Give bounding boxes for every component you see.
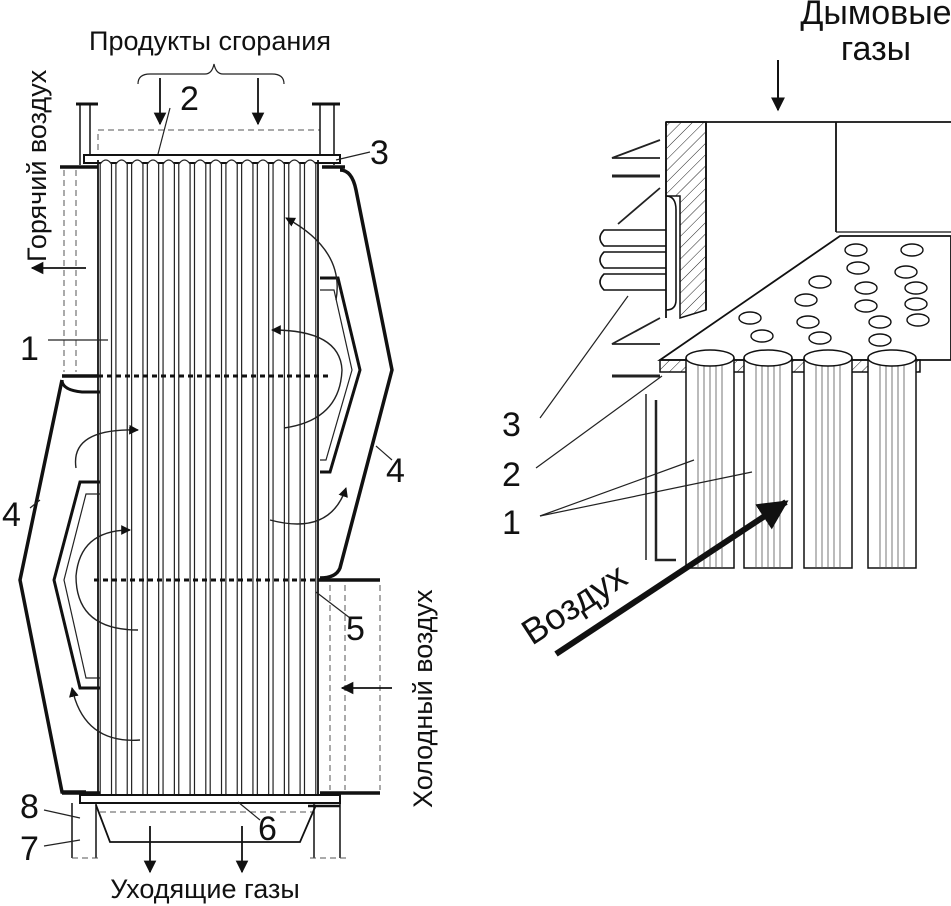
tube xyxy=(162,159,175,799)
air-bypass-duct-left xyxy=(18,379,86,794)
callout-4-right: 4 xyxy=(386,452,405,490)
expansion-compensator xyxy=(599,195,677,311)
tube-hole xyxy=(808,331,832,345)
tube xyxy=(115,159,128,799)
tube xyxy=(178,159,191,799)
tube xyxy=(241,159,254,799)
tube-hole xyxy=(894,265,918,279)
bottom-right-post xyxy=(308,803,348,859)
tube xyxy=(146,159,160,799)
tube-hole xyxy=(846,261,870,275)
bottom-left-post xyxy=(71,803,100,859)
callout-6: 6 xyxy=(258,810,277,848)
hot-air-label: Горячий воздух xyxy=(22,69,52,262)
inlet-hood xyxy=(97,129,321,159)
callout-3: 3 xyxy=(370,134,389,172)
tube-hole xyxy=(854,299,878,313)
tube-hole xyxy=(904,297,928,311)
tube-hole xyxy=(796,315,820,329)
callout-5: 5 xyxy=(346,610,365,648)
combustion-products-label: Продукты сгорания xyxy=(89,26,331,56)
callout-2: 2 xyxy=(180,80,199,118)
tube xyxy=(209,159,223,799)
tube-hole xyxy=(794,293,818,307)
vertical-tube xyxy=(743,349,793,569)
air-arrow xyxy=(554,499,789,657)
tube xyxy=(288,159,301,799)
top-left-post xyxy=(76,102,98,165)
tube-hole xyxy=(808,275,832,289)
tube-hole xyxy=(900,243,924,257)
tube xyxy=(99,159,113,799)
callout-1: 1 xyxy=(20,330,39,368)
tube-hole xyxy=(904,281,928,295)
tube-hole xyxy=(750,329,774,343)
callout-3-right: 3 xyxy=(502,406,521,444)
tube xyxy=(225,159,238,799)
vertical-tube xyxy=(803,349,853,569)
callout-2-right: 2 xyxy=(502,456,521,494)
callout-8: 8 xyxy=(20,788,39,826)
vertical-tube xyxy=(867,349,917,569)
tube xyxy=(303,159,317,799)
tube-hole xyxy=(854,281,878,295)
air-bypass-duct-right xyxy=(319,168,394,580)
vertical-tubes xyxy=(685,349,917,569)
tube-sheet-detail-view: Дымовые газы xyxy=(502,0,951,657)
tube xyxy=(256,159,270,799)
cold-air-label: Холодный воздух xyxy=(408,589,438,808)
outlet-hood xyxy=(95,804,317,843)
hatched-wall xyxy=(665,121,707,320)
flue-gases-label-line2: газы xyxy=(841,30,911,68)
tube xyxy=(131,159,144,799)
flue-gas-exit-label: Уходящие газы xyxy=(110,874,300,904)
bottom-tube-sheet xyxy=(79,794,341,804)
tube-bundle xyxy=(97,159,319,799)
air-label: Воздух xyxy=(514,555,634,653)
tube-hole xyxy=(906,313,930,327)
tube-holes xyxy=(738,243,930,347)
tube-hole xyxy=(738,311,762,325)
tube-hole xyxy=(868,315,892,329)
vertical-tube xyxy=(685,349,735,569)
flue-gases-label-line1: Дымовые xyxy=(800,0,951,32)
tube xyxy=(193,159,207,799)
tube-hole xyxy=(868,333,892,347)
tubular-air-heater-side-view: Продукты сгорания Уходящие газы Горячий … xyxy=(2,26,438,904)
callout-1-right: 1 xyxy=(502,504,521,542)
tube xyxy=(272,159,285,799)
callout-4-left: 4 xyxy=(2,496,21,534)
top-brace xyxy=(137,63,285,85)
callout-7: 7 xyxy=(20,830,39,868)
tube-hole xyxy=(844,243,868,257)
